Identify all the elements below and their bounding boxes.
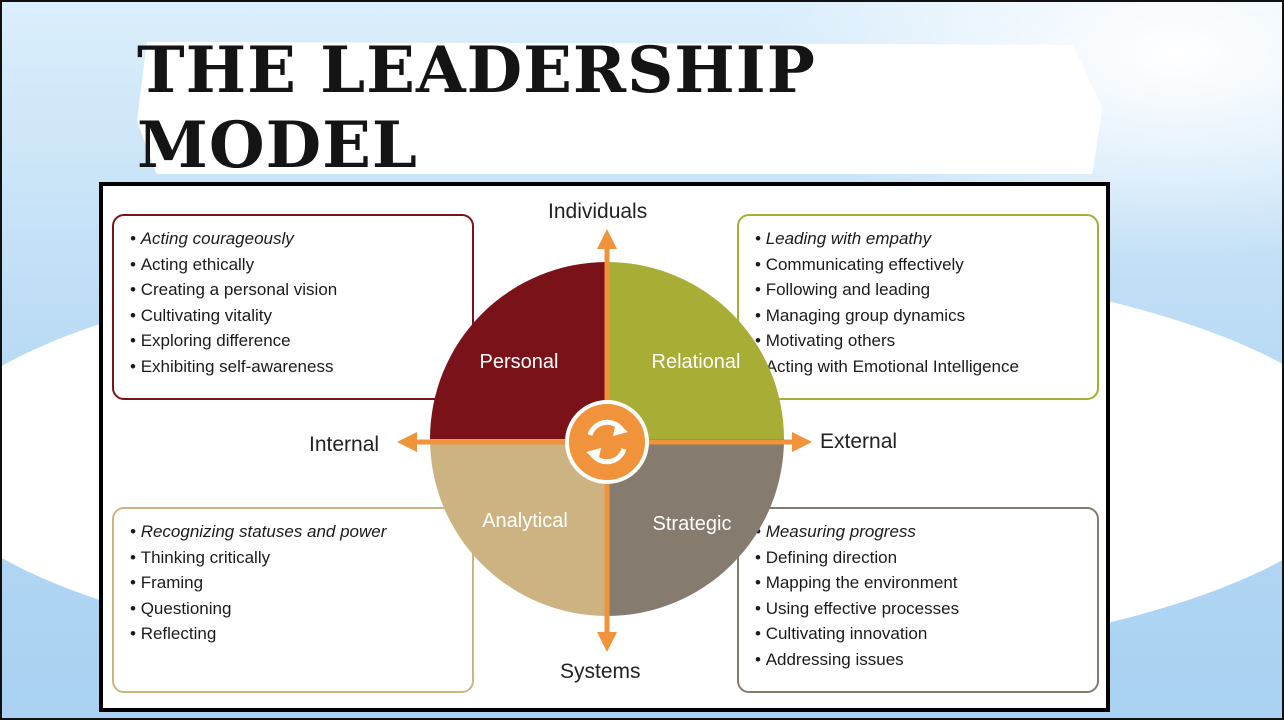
- strategic-label: Strategic: [653, 513, 732, 535]
- strategic-quadrant: [607, 439, 784, 616]
- axis-label-external: External: [820, 430, 898, 453]
- axis-label-individuals: Individuals: [548, 200, 648, 223]
- list-item: Framing: [130, 570, 472, 596]
- axis-label-systems: Systems: [560, 660, 641, 683]
- list-item: Measuring progress: [755, 519, 1097, 545]
- list-item: Defining direction: [755, 545, 1097, 571]
- strategic-skills-box: Measuring progress Defining direction Ma…: [737, 507, 1099, 693]
- axis-label-internal: Internal: [309, 433, 380, 456]
- relational-quadrant: [607, 262, 784, 439]
- personal-quadrant: [430, 262, 607, 439]
- list-item: Reflecting: [130, 621, 472, 647]
- list-item: Using effective processes: [755, 596, 1097, 622]
- relational-skills-box: Leading with empathy Communicating effec…: [737, 214, 1099, 400]
- list-item: Communicating effectively: [755, 252, 1097, 278]
- list-item: Leading with empathy: [755, 226, 1097, 252]
- list-item: Following and leading: [755, 277, 1097, 303]
- slide-title: THE LEADERSHIP MODEL: [137, 33, 816, 183]
- personal-skills-box: Acting courageously Acting ethically Cre…: [112, 214, 474, 400]
- list-item: Thinking critically: [130, 545, 472, 571]
- list-item: Exploring difference: [130, 328, 472, 354]
- list-item: Exhibiting self-awareness: [130, 354, 472, 380]
- cycle-arrows-icon: [565, 400, 649, 484]
- list-item: Cultivating innovation: [755, 621, 1097, 647]
- list-item: Motivating others: [755, 328, 1097, 354]
- analytical-label: Analytical: [482, 510, 568, 532]
- list-item: Addressing issues: [755, 647, 1097, 673]
- list-item: Managing group dynamics: [755, 303, 1097, 329]
- list-item: Acting courageously: [130, 226, 472, 252]
- title-banner: [137, 42, 1103, 174]
- list-item: Cultivating vitality: [130, 303, 472, 329]
- list-item: Recognizing statuses and power: [130, 519, 472, 545]
- personal-label: Personal: [480, 351, 559, 373]
- analytical-skills-box: Recognizing statuses and power Thinking …: [112, 507, 474, 693]
- list-item: Acting with Emotional Intelligence: [755, 354, 1097, 380]
- relational-label: Relational: [652, 351, 741, 373]
- list-item: Creating a personal vision: [130, 277, 472, 303]
- list-item: Questioning: [130, 596, 472, 622]
- list-item: Acting ethically: [130, 252, 472, 278]
- analytical-quadrant: [430, 439, 607, 616]
- list-item: Mapping the environment: [755, 570, 1097, 596]
